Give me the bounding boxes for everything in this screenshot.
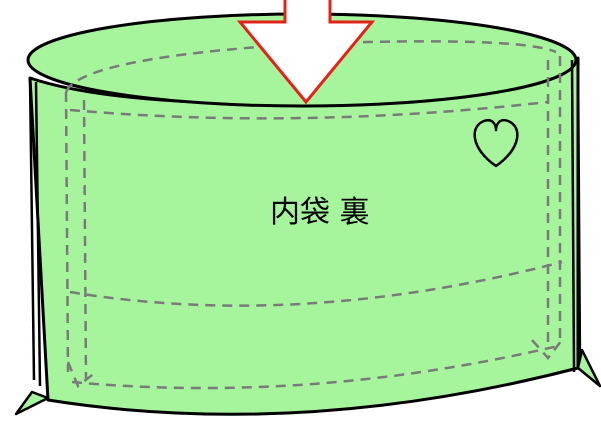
corner-gusset-right-icon — [576, 348, 601, 388]
left-side-seam — [28, 77, 42, 387]
down-arrow-icon — [236, 0, 376, 105]
stitch-lines — [64, 40, 563, 390]
heart-icon — [473, 119, 519, 168]
corner-gusset-left-icon — [14, 390, 50, 416]
bag-body — [28, 56, 580, 416]
bag-label: 内袋 裏 — [270, 195, 370, 230]
right-side-seam — [570, 57, 582, 373]
